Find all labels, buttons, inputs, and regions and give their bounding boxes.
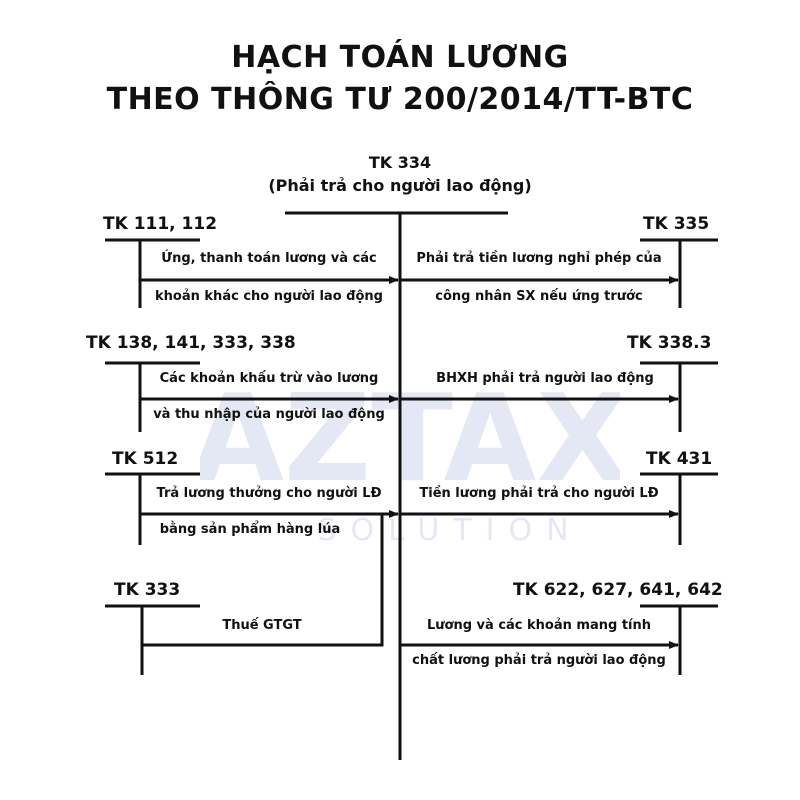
arrow-left-4: [142, 514, 384, 647]
right-account-code: TK 338.3: [627, 333, 712, 353]
right-note-line: Lương và các khoản mang tính: [426, 618, 651, 633]
right-account-code: TK 622, 627, 641, 642: [513, 580, 723, 600]
left-account-code: TK 138, 141, 333, 338: [86, 333, 296, 353]
left-note-line: bằng sản phẩm hàng lúa: [159, 522, 341, 537]
left-note-line: Trả lương thưởng cho người LĐ: [156, 486, 382, 501]
left-note-line: Thuế GTGT: [222, 618, 302, 633]
svg-text:SOLUTION: SOLUTION: [317, 513, 582, 548]
center-account-code: TK 334: [368, 153, 432, 172]
right-account-code: TK 431: [646, 449, 713, 469]
left-account-code: TK 111, 112: [103, 214, 218, 234]
left-account-code: TK 333: [114, 580, 181, 600]
right-note-line: Phải trả tiền lương nghỉ phép của: [416, 251, 662, 266]
right-note-line: công nhân SX nếu ứng trước: [435, 289, 643, 304]
right-note-line: chất lương phải trả người lao động: [412, 653, 666, 668]
center-account-description: (Phải trả cho người lao động): [268, 176, 532, 195]
title-line-2: THEO THÔNG TƯ 200/2014/TT-BTC: [106, 82, 694, 117]
aztax-watermark-logo: AZTAX SOLUTION: [200, 370, 620, 548]
right-account-code: TK 335: [643, 214, 710, 234]
left-note-line: và thu nhập của người lao động: [153, 407, 385, 422]
left-note-line: khoản khác cho người lao động: [155, 289, 383, 304]
svg-text:AZTAX: AZTAX: [200, 370, 620, 509]
left-note-line: Các khoản khấu trừ vào lương: [159, 371, 379, 386]
title-line-1: HẠCH TOÁN LƯƠNG: [231, 40, 569, 75]
left-note-line: Ứng, thanh toán lương và các: [161, 251, 377, 266]
left-account-code: TK 512: [112, 449, 179, 469]
right-note-line: BHXH phải trả người lao động: [436, 371, 654, 386]
right-note-line: Tiền lương phải trả cho người LĐ: [419, 486, 659, 501]
